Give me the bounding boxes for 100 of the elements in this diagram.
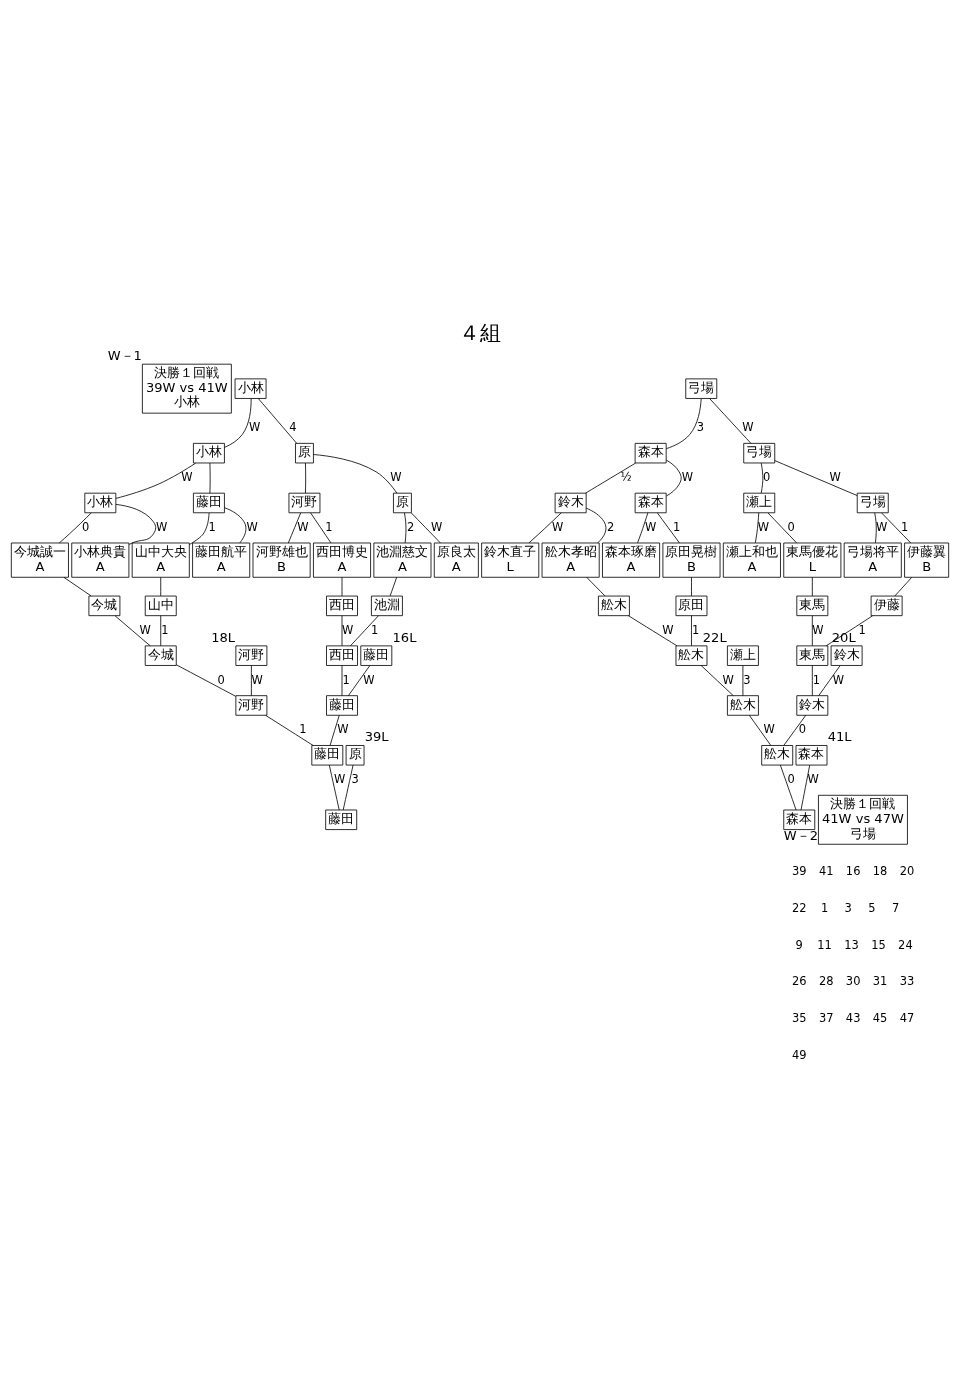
label: 47 (899, 1010, 915, 1025)
node-box: 河野 (235, 694, 268, 716)
node-box: 小林 (84, 492, 117, 513)
node-label: W－2 (783, 827, 818, 843)
connector (637, 511, 649, 543)
connector (175, 663, 237, 697)
connector (342, 764, 354, 810)
node-box: 河野 (235, 644, 268, 666)
node-box: 河野雄也 B (252, 542, 311, 578)
edge-label: W (251, 672, 263, 687)
node-box: 今城 (88, 595, 121, 616)
label: 33 (899, 973, 915, 988)
edge-label: 1 (691, 622, 700, 637)
node-box: 瀬上和也 A (722, 542, 781, 578)
edge-label: 2 (607, 519, 615, 534)
node-box: 山中大央 A (131, 542, 190, 578)
node-box: 小林 (193, 442, 225, 463)
edge-label: 1 (299, 721, 307, 736)
connector (313, 453, 398, 494)
connector (115, 462, 197, 499)
node-box: 決勝１回戦 41W vs 47W 弓場 (818, 794, 908, 845)
label: 45 (872, 1010, 888, 1025)
edge-label: 0 (81, 519, 90, 534)
edge-label: W (645, 519, 657, 534)
connector (585, 462, 636, 494)
node-box: 舩木孝昭 A (541, 542, 600, 578)
edge-label: W (297, 519, 309, 534)
connector (700, 664, 734, 696)
connector (389, 576, 398, 596)
node-box: 西田博史 A (313, 542, 371, 578)
connector (767, 512, 798, 543)
label: 22 (791, 900, 807, 915)
label: 15 (871, 937, 886, 952)
node-box: 舩木 (761, 744, 794, 765)
label: 37 (818, 1010, 834, 1025)
connector (779, 764, 797, 810)
label: 41 (818, 863, 834, 878)
node-box: 藤田 (325, 809, 358, 830)
node-box: 舩木 (598, 595, 630, 616)
node-box: 舩木 (727, 694, 759, 716)
label: 20 (899, 863, 915, 878)
connector (585, 507, 607, 543)
edge-label: W (390, 469, 402, 484)
connector (257, 397, 298, 444)
edge-label: 0 (787, 771, 795, 786)
node-box: 藤田 (360, 644, 393, 666)
edge-label: W (832, 672, 845, 687)
node-label: 41L (827, 728, 852, 744)
node-box: 鈴木直子 L (481, 542, 540, 578)
edge-label: W (181, 469, 193, 484)
node-box: 森本 (795, 744, 828, 765)
edge-label: W (662, 622, 674, 637)
label: 5 (868, 900, 876, 915)
edge-label: W (829, 469, 841, 484)
connector (881, 512, 912, 543)
node-box: 森本 (634, 442, 667, 463)
edge-label: W (155, 519, 168, 534)
connector (224, 506, 247, 543)
edge-label: W (139, 622, 151, 637)
node-box: 鈴木 (554, 492, 587, 513)
label: 13 (844, 937, 859, 952)
label: 28 (818, 973, 834, 988)
node-box: 瀬上 (743, 492, 776, 513)
connector (160, 614, 162, 646)
edge-label: W (876, 519, 888, 534)
edge-label: W (246, 519, 258, 534)
node-box: 弓場 (743, 442, 776, 463)
edge-label: 3 (351, 771, 359, 786)
connector (748, 714, 772, 746)
connector (691, 576, 692, 596)
edge-label: 0 (787, 519, 795, 534)
connector (58, 512, 92, 543)
edge-label: W (742, 419, 754, 434)
connector (209, 462, 211, 494)
node-box: 決勝１回戦 39W vs 41W 小林 (141, 363, 232, 414)
edge-label: 1 (371, 622, 379, 637)
connector (160, 576, 162, 596)
node-box: 弓場 (685, 377, 718, 399)
node-box: 池淵慈文 A (373, 542, 432, 578)
edge-label: 1 (858, 622, 866, 637)
connector (691, 614, 692, 646)
edge-label: 1 (673, 519, 681, 534)
node-box: 弓場将平 A (843, 542, 902, 578)
node-box: 東馬 (796, 644, 829, 666)
edge-label: 3 (743, 672, 751, 687)
label: 16 (845, 863, 861, 878)
connector (783, 714, 807, 746)
edge-label: 1 (900, 519, 909, 534)
connector (328, 764, 340, 810)
edge-label: 1 (208, 519, 216, 534)
connector (874, 511, 877, 543)
edge-label: ½ (620, 469, 632, 484)
edge-label: 4 (289, 419, 297, 434)
edge-label: W (342, 622, 354, 637)
edge-label: 0 (217, 672, 225, 687)
connector (287, 512, 302, 543)
edge-label: W (722, 672, 734, 687)
node-box: 原 (345, 744, 365, 765)
connector (811, 576, 813, 596)
node-box: 舩木 (675, 644, 708, 666)
